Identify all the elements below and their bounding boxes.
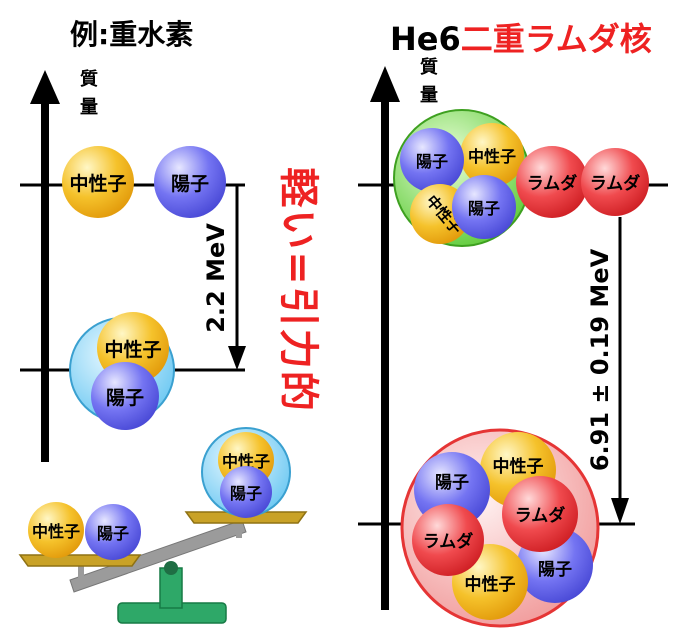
left-neutron-free <box>62 146 134 218</box>
left-axis-label-2: 量 <box>80 96 98 118</box>
scale-deuteron-proton <box>220 466 272 518</box>
left-proton-free-label: 陽子 <box>171 173 209 195</box>
scale-proton-label: 陽子 <box>97 524 129 543</box>
free-lambda-1 <box>516 146 588 218</box>
attraction-note: 軽い=引力的 <box>275 167 321 413</box>
core-proton-2 <box>452 175 516 239</box>
deuteron-proton-label: 陽子 <box>106 387 144 409</box>
free-lambda-2-label: ラムダ <box>590 173 641 194</box>
deuteron-neutron-label: 中性子 <box>104 338 161 361</box>
right-axis-label-1: 質 <box>420 56 438 78</box>
left-axis-arrowhead-icon <box>30 70 60 104</box>
scale-proton <box>85 504 141 560</box>
core-proton-1 <box>400 128 464 192</box>
core-proton-1-label: 陽子 <box>416 152 448 171</box>
left-neutron-free-label: 中性子 <box>69 172 126 195</box>
core-proton-2-label: 陽子 <box>468 199 500 218</box>
scale-neutron-label: 中性子 <box>32 522 80 541</box>
bound-lambda-1 <box>412 504 484 576</box>
right-title-black: He6二重ラムダ核 <box>390 20 652 58</box>
right-energy-label: 6.91 ± 0.19 MeV <box>586 248 614 471</box>
core-neutron-1 <box>460 123 524 187</box>
right-axis-arrowhead-icon <box>370 66 400 102</box>
bound-neutron-1-label: 中性子 <box>493 456 544 477</box>
right-energy-arrowhead-icon <box>611 498 629 524</box>
free-lambda-2 <box>581 148 649 216</box>
bound-lambda-2 <box>502 476 578 552</box>
balance-scale-icon <box>18 511 308 624</box>
deuteron-proton <box>91 362 159 430</box>
scale-deuteron-proton-label: 陽子 <box>230 484 262 503</box>
core-neutron-1-label: 中性子 <box>468 147 516 166</box>
left-proton-free <box>154 146 226 218</box>
bound-lambda-1-label: ラムダ <box>423 531 474 552</box>
scale-deuteron-neutron-label: 中性子 <box>222 452 270 471</box>
bound-proton-1-label: 陽子 <box>435 473 469 493</box>
right-axis-label-2: 量 <box>420 84 438 106</box>
bound-proton-2-label: 陽子 <box>538 560 572 580</box>
left-energy-arrowhead-icon <box>228 346 246 370</box>
free-lambda-1-label: ラムダ <box>527 173 578 194</box>
bound-neutron-2-label: 中性子 <box>465 574 516 595</box>
bound-lambda-2-label: ラムダ <box>515 505 566 526</box>
left-title: 例:重水素 <box>70 18 193 51</box>
left-axis-label-1: 質 <box>80 68 98 90</box>
left-energy-label: 2.2 MeV <box>202 223 230 333</box>
scale-neutron <box>28 502 84 558</box>
